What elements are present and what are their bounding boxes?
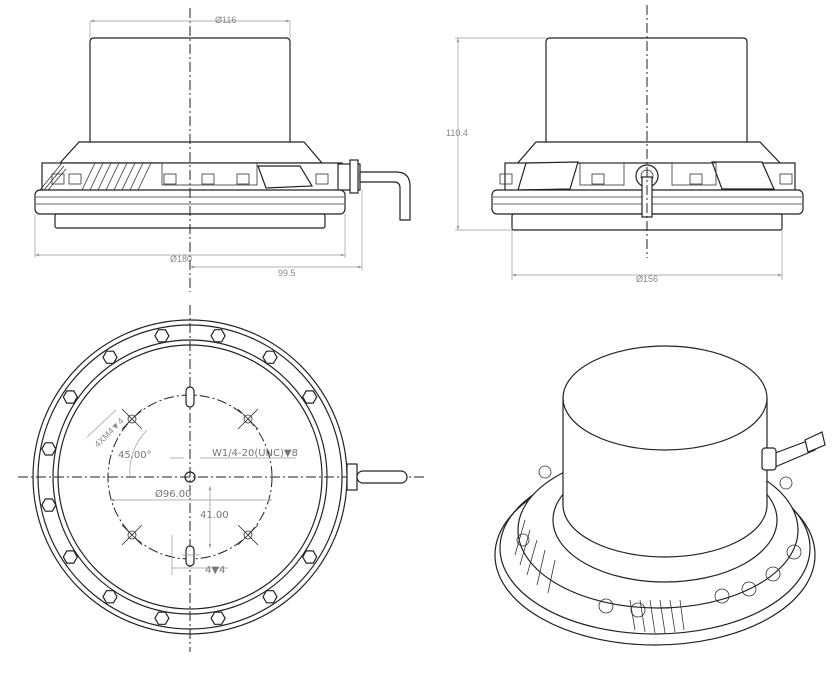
- bottom-centerlines: [18, 305, 425, 652]
- center-thread-hole: [184, 471, 196, 483]
- bolt-hex-icon: [102, 350, 118, 364]
- mount-hole: [121, 524, 143, 546]
- label-bolt-circle: Ø96.00: [155, 488, 192, 500]
- bolt-hex-icon: [154, 611, 170, 625]
- side-panel-right: [711, 161, 775, 190]
- label-slot-offset: 41.00: [200, 510, 229, 521]
- bolt-hex-icon: [41, 442, 57, 456]
- bolt-hex-icon: [62, 390, 78, 404]
- label-mount-holes: 4XM4▼4: [92, 416, 126, 450]
- side-view: 110.4 Ø156: [446, 5, 804, 284]
- bottom-view: 4XM4▼4 45.00° W1/4-20(UNC)▼8 Ø96.00 41.0…: [18, 305, 425, 652]
- front-cable: [337, 159, 411, 221]
- front-panel: [257, 165, 314, 189]
- bolt-hex-icon: [262, 350, 278, 364]
- front-cylinder: [89, 37, 291, 142]
- extension-lines-height: [455, 37, 546, 231]
- bolt-hex-icon: [210, 611, 226, 625]
- slot-bottom: [185, 545, 195, 567]
- dim-cable-offset: 99.5: [278, 268, 296, 278]
- dim-base-diameter: Ø180: [170, 254, 192, 264]
- mount-hole: [121, 408, 143, 430]
- front-fins: [39, 162, 152, 191]
- bolt-hex-icon: [154, 329, 170, 343]
- slot-top: [185, 386, 195, 408]
- dim-lines-slot-spec: [171, 535, 228, 575]
- dim-height: 110.4: [446, 128, 468, 138]
- mount-hole: [237, 408, 259, 430]
- bolt-hex-icon: [41, 498, 57, 512]
- bolt-hex-icon: [262, 590, 278, 604]
- leader-mount-holes: [86, 409, 117, 438]
- iso-fins: [514, 519, 685, 634]
- front-bolts: [51, 173, 329, 185]
- bolt-hex-icon: [210, 329, 226, 343]
- label-angle: 45.00°: [118, 450, 152, 461]
- label-slot-spec: 4▼4: [205, 565, 225, 576]
- mount-hole: [237, 524, 259, 546]
- bolt-hex-icon: [302, 550, 318, 564]
- mount-holes: [121, 408, 259, 546]
- angle-arc: [129, 429, 148, 478]
- front-recess: [161, 162, 258, 186]
- bottom-bolt-ring: [41, 329, 318, 625]
- bottom-cable: [346, 463, 408, 491]
- iso-cable: [761, 431, 826, 471]
- iso-bolts: [516, 465, 802, 618]
- side-panel-left: [517, 161, 579, 191]
- bolt-hex-icon: [62, 550, 78, 564]
- extension-lines-top-diameter: [89, 21, 291, 38]
- iso-cylinder-top: [562, 345, 768, 451]
- isometric-view: [494, 345, 826, 646]
- front-view: Ø116 Ø180 99.5: [34, 8, 411, 292]
- bolt-hex-icon: [102, 590, 118, 604]
- dim-top-diameter: Ø116: [215, 15, 236, 25]
- extension-lines-bottom-diameter: [511, 230, 783, 280]
- bolt-hex-icon: [302, 390, 318, 404]
- extension-lines-base-diameter: [34, 214, 346, 258]
- side-recess-left: [579, 162, 625, 186]
- side-bolts: [499, 173, 793, 185]
- side-recess-right: [671, 162, 717, 186]
- label-center-thread: W1/4-20(UNC)▼8: [212, 448, 298, 459]
- dim-bottom-diameter: Ø156: [636, 274, 658, 284]
- front-base-top: [58, 141, 324, 164]
